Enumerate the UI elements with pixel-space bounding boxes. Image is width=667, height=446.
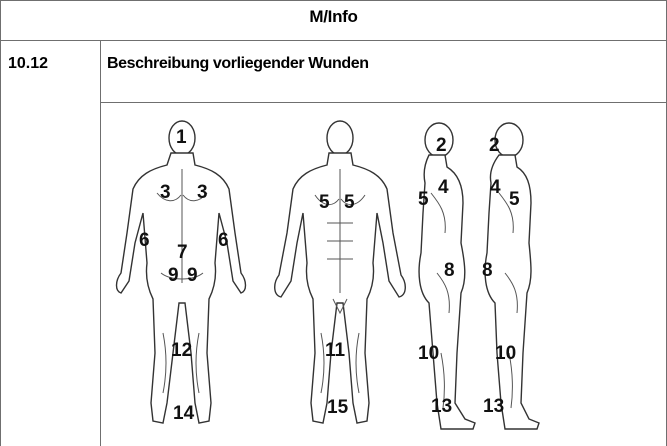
header-title: M/Info: [0, 7, 667, 27]
wound-label-3a: 3: [160, 182, 171, 203]
wound-label-5a: 5: [319, 192, 330, 213]
wound-label-11: 11: [325, 340, 346, 361]
wound-label-7: 7: [177, 242, 188, 263]
wound-label-13b: 13: [483, 396, 504, 417]
section-number: 10.12: [8, 55, 48, 73]
wound-label-4b: 4: [490, 177, 501, 198]
front-figure: [275, 121, 406, 423]
wound-label-13a: 13: [431, 396, 452, 417]
wound-label-2a: 2: [436, 135, 447, 156]
wound-label-5b: 5: [344, 192, 355, 213]
top-border: [0, 0, 667, 1]
section-title: Beschreibung vorliegender Wunden: [107, 55, 369, 73]
wound-label-4a: 4: [438, 177, 449, 198]
wound-label-9a: 9: [168, 265, 179, 286]
wound-label-14: 14: [173, 403, 195, 424]
wound-label-6a: 6: [139, 230, 150, 251]
wound-label-8b: 8: [482, 260, 493, 281]
wound-label-15: 15: [327, 397, 349, 418]
back-figure: [117, 121, 246, 423]
left-border: [0, 0, 1, 446]
wound-label-10a: 10: [418, 343, 439, 364]
wound-label-5d: 5: [509, 189, 520, 210]
wound-label-10b: 10: [495, 343, 516, 364]
wound-label-3b: 3: [197, 182, 208, 203]
wound-label-12: 12: [171, 340, 192, 361]
body-diagram: 1 3 3 6 6 7 9 9 12 14 5 5 11 15 2 4 5 8 …: [101, 103, 667, 446]
wound-label-5c: 5: [418, 189, 429, 210]
wound-label-8a: 8: [444, 260, 455, 281]
wound-label-2b: 2: [489, 135, 500, 156]
wound-label-9b: 9: [187, 265, 198, 286]
side-figure-right: [485, 123, 539, 429]
wound-label-6b: 6: [218, 230, 229, 251]
wound-label-1: 1: [176, 127, 187, 148]
